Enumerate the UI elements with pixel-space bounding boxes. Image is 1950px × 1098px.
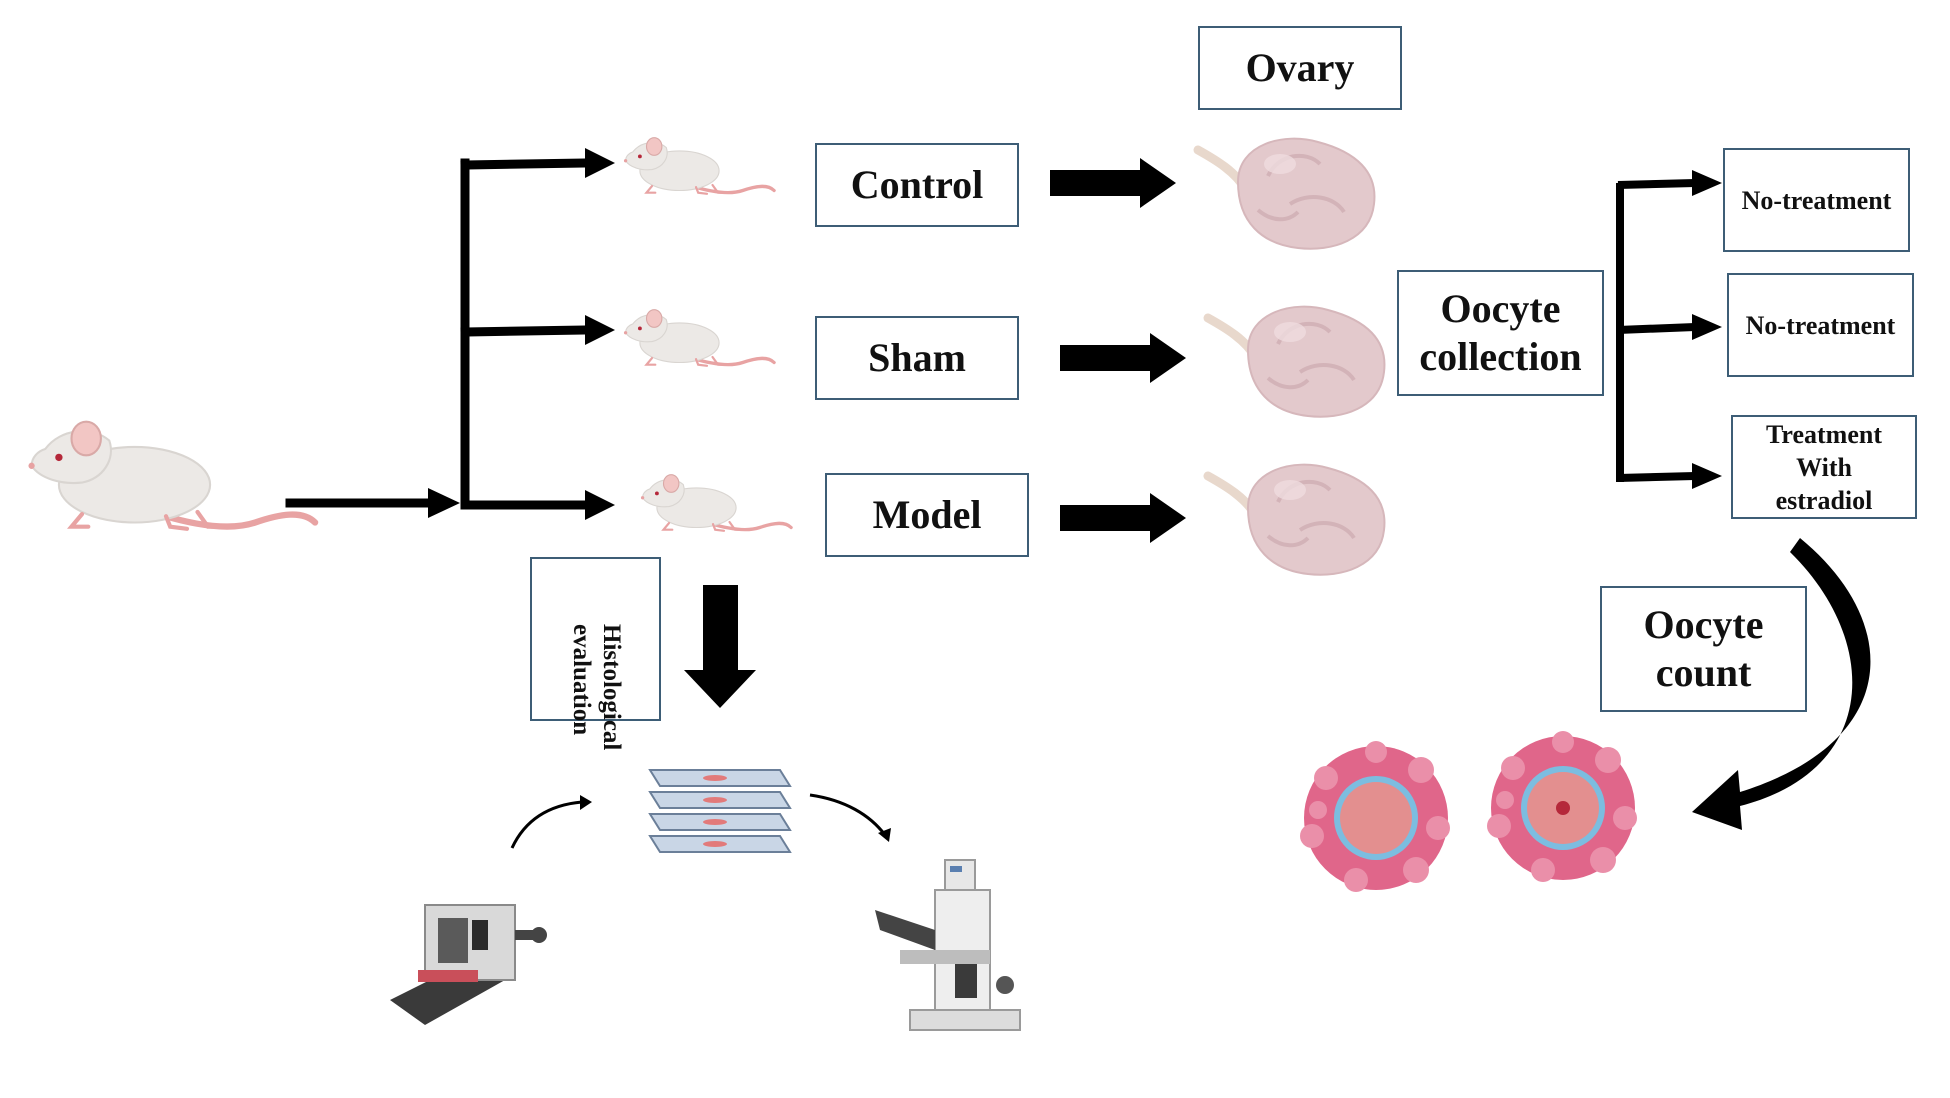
ovary-label: Ovary bbox=[1245, 45, 1355, 90]
treatment-box-1: No-treatment bbox=[1723, 148, 1910, 252]
oocyte-count-line2: count bbox=[1655, 650, 1752, 695]
histology-down-arrow bbox=[684, 585, 756, 708]
control-label-box: Control bbox=[815, 143, 1019, 227]
treatment-label-3-line2: With bbox=[1796, 452, 1852, 482]
sham-mouse-image bbox=[622, 308, 776, 368]
control-mouse-image bbox=[622, 136, 776, 196]
treatment-label-3-line1: Treatment bbox=[1766, 419, 1882, 449]
oocyte-collection-box: Oocyte collection bbox=[1397, 270, 1604, 396]
oocyte-collection-line1: Oocyte bbox=[1440, 286, 1561, 331]
microscope-image bbox=[875, 859, 1021, 1031]
ovary-image-sham bbox=[1208, 307, 1384, 417]
control-label: Control bbox=[850, 162, 984, 207]
treatment-label-3-line3: estradiol bbox=[1775, 485, 1873, 515]
treatment-label-1: No-treatment bbox=[1741, 185, 1892, 215]
group-to-ovary-arrows bbox=[1050, 158, 1186, 543]
oocyte-image-1 bbox=[1300, 741, 1450, 892]
slide-stack-image bbox=[649, 769, 791, 853]
model-label: Model bbox=[872, 492, 982, 537]
model-mouse-image bbox=[639, 473, 793, 533]
histology-box: Histological evaluation bbox=[530, 557, 661, 751]
branch-arrows bbox=[285, 148, 615, 520]
sham-label-box: Sham bbox=[815, 316, 1019, 400]
oocyte-image-2 bbox=[1487, 731, 1637, 882]
histology-line1: Histological bbox=[597, 624, 625, 751]
ovary-label-box: Ovary bbox=[1198, 26, 1402, 110]
sham-label: Sham bbox=[868, 335, 966, 380]
source-mouse-image bbox=[28, 422, 315, 529]
treatment-box-3: Treatment With estradiol bbox=[1731, 415, 1917, 519]
treatment-box-2: No-treatment bbox=[1727, 273, 1914, 377]
curved-arrow-to-oocytes bbox=[1692, 538, 1871, 830]
histology-line2: evaluation bbox=[567, 624, 595, 736]
treatment-label-2: No-treatment bbox=[1745, 310, 1896, 340]
model-label-box: Model bbox=[825, 473, 1029, 557]
ovary-image-model bbox=[1208, 465, 1384, 575]
small-curved-arrows bbox=[510, 793, 887, 849]
ovary-image-control bbox=[1198, 139, 1374, 249]
oocyte-count-line1: Oocyte bbox=[1643, 602, 1764, 647]
oocyte-count-box: Oocyte count bbox=[1600, 586, 1807, 712]
oocyte-collection-line2: collection bbox=[1419, 334, 1582, 379]
microtome-image bbox=[390, 904, 547, 1025]
treatment-branch-arrows bbox=[1616, 170, 1722, 489]
